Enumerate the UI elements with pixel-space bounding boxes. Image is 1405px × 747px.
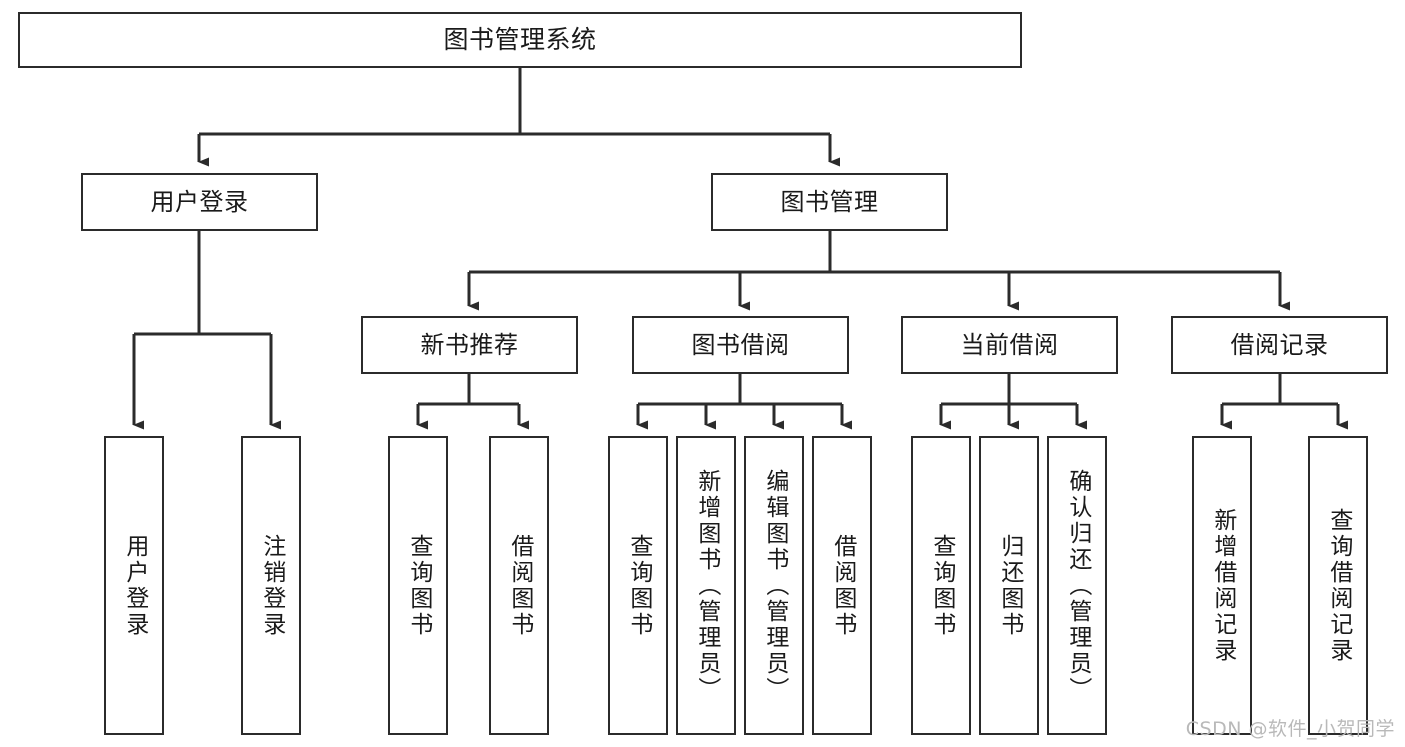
node-book-borrow[interactable]: 图书借阅 — [632, 316, 849, 374]
leaf-book-borrow-borrow-book[interactable]: 借阅图书 — [812, 436, 872, 735]
leaf-user-login-login[interactable]: 用户登录 — [104, 436, 164, 735]
leaf-book-borrow-query-book[interactable]: 查询图书 — [608, 436, 668, 735]
node-label: 新增图书（管理员） — [693, 468, 720, 703]
leaf-current-borrow-confirm-return-admin[interactable]: 确认归还（管理员） — [1047, 436, 1107, 735]
node-root-book-management-system[interactable]: 图书管理系统 — [18, 12, 1022, 68]
node-label: 图书借阅 — [691, 330, 790, 359]
node-label: 当前借阅 — [960, 330, 1059, 359]
node-borrow-record[interactable]: 借阅记录 — [1171, 316, 1388, 374]
node-label: 图书管理 — [780, 187, 879, 216]
leaf-user-login-logout[interactable]: 注销登录 — [241, 436, 301, 735]
node-label: 确认归还（管理员） — [1064, 468, 1091, 703]
leaf-current-borrow-query-book[interactable]: 查询图书 — [911, 436, 971, 735]
node-label: 查询借阅记录 — [1325, 507, 1352, 664]
leaf-borrow-record-add-record[interactable]: 新增借阅记录 — [1192, 436, 1252, 735]
leaf-book-borrow-edit-book-admin[interactable]: 编辑图书（管理员） — [744, 436, 804, 735]
node-label: 用户登录 — [121, 533, 148, 638]
node-label: 新增借阅记录 — [1209, 507, 1236, 664]
node-label: 注销登录 — [258, 533, 285, 638]
node-label: 借阅记录 — [1230, 330, 1329, 359]
node-label: 借阅图书 — [506, 533, 533, 638]
node-label: 查询图书 — [928, 533, 955, 638]
node-label: 编辑图书（管理员） — [761, 468, 788, 703]
leaf-new-book-query-book[interactable]: 查询图书 — [388, 436, 448, 735]
leaf-current-borrow-return-book[interactable]: 归还图书 — [979, 436, 1039, 735]
leaf-book-borrow-add-book-admin[interactable]: 新增图书（管理员） — [676, 436, 736, 735]
watermark-text: CSDN @软件_小贺同学 — [1185, 718, 1395, 740]
leaf-new-book-borrow-book[interactable]: 借阅图书 — [489, 436, 549, 735]
node-label: 新书推荐 — [420, 330, 519, 359]
node-new-book-recommend[interactable]: 新书推荐 — [361, 316, 578, 374]
node-label: 查询图书 — [625, 533, 652, 638]
node-current-borrow[interactable]: 当前借阅 — [901, 316, 1118, 374]
node-label: 归还图书 — [996, 533, 1023, 638]
node-label: 图书管理系统 — [443, 25, 597, 55]
node-user-login[interactable]: 用户登录 — [81, 173, 318, 231]
node-book-management[interactable]: 图书管理 — [711, 173, 948, 231]
node-label: 用户登录 — [150, 187, 249, 216]
node-label: 借阅图书 — [829, 533, 856, 638]
leaf-borrow-record-query-record[interactable]: 查询借阅记录 — [1308, 436, 1368, 735]
node-label: 查询图书 — [405, 533, 432, 638]
